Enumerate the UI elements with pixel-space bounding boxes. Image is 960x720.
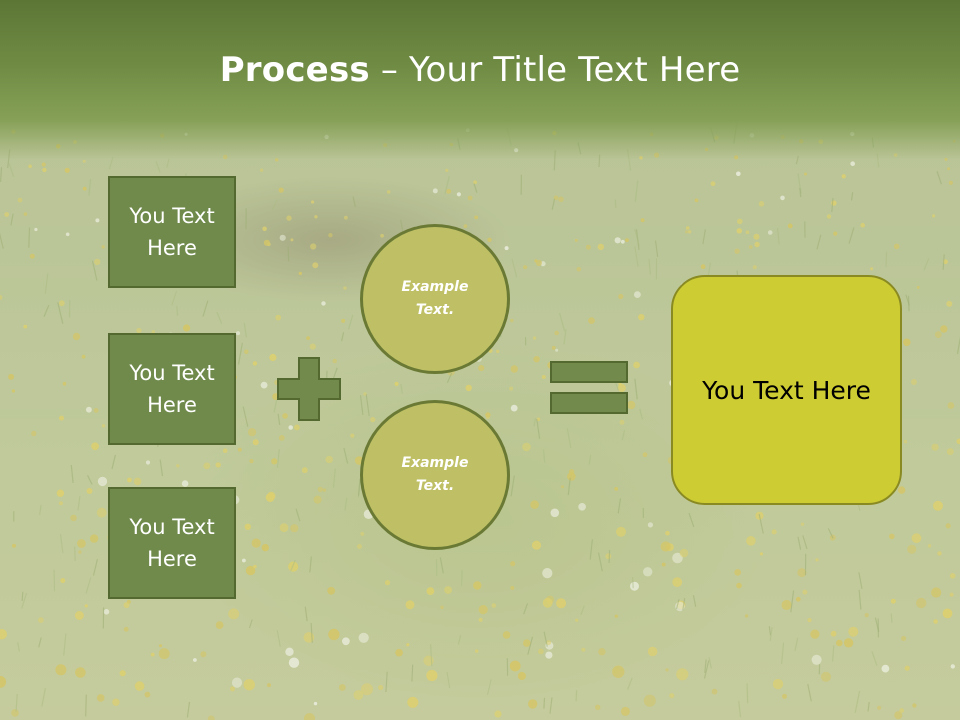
example-circle-2: Example Text. (360, 400, 510, 550)
text-box-3: You Text Here (108, 487, 236, 599)
text-box-2: You Text Here (108, 333, 236, 445)
plus-sign-icon (277, 357, 341, 421)
title-band (0, 0, 960, 160)
equals-sign-icon (550, 361, 628, 414)
example-circle-1: Example Text. (360, 224, 510, 374)
title-rest: – Your Title Text Here (369, 50, 741, 90)
title-bold: Process (219, 50, 370, 90)
result-box: You Text Here (671, 275, 902, 505)
text-box-1: You Text Here (108, 176, 236, 288)
slide-title: Process – Your Title Text Here (0, 50, 960, 90)
